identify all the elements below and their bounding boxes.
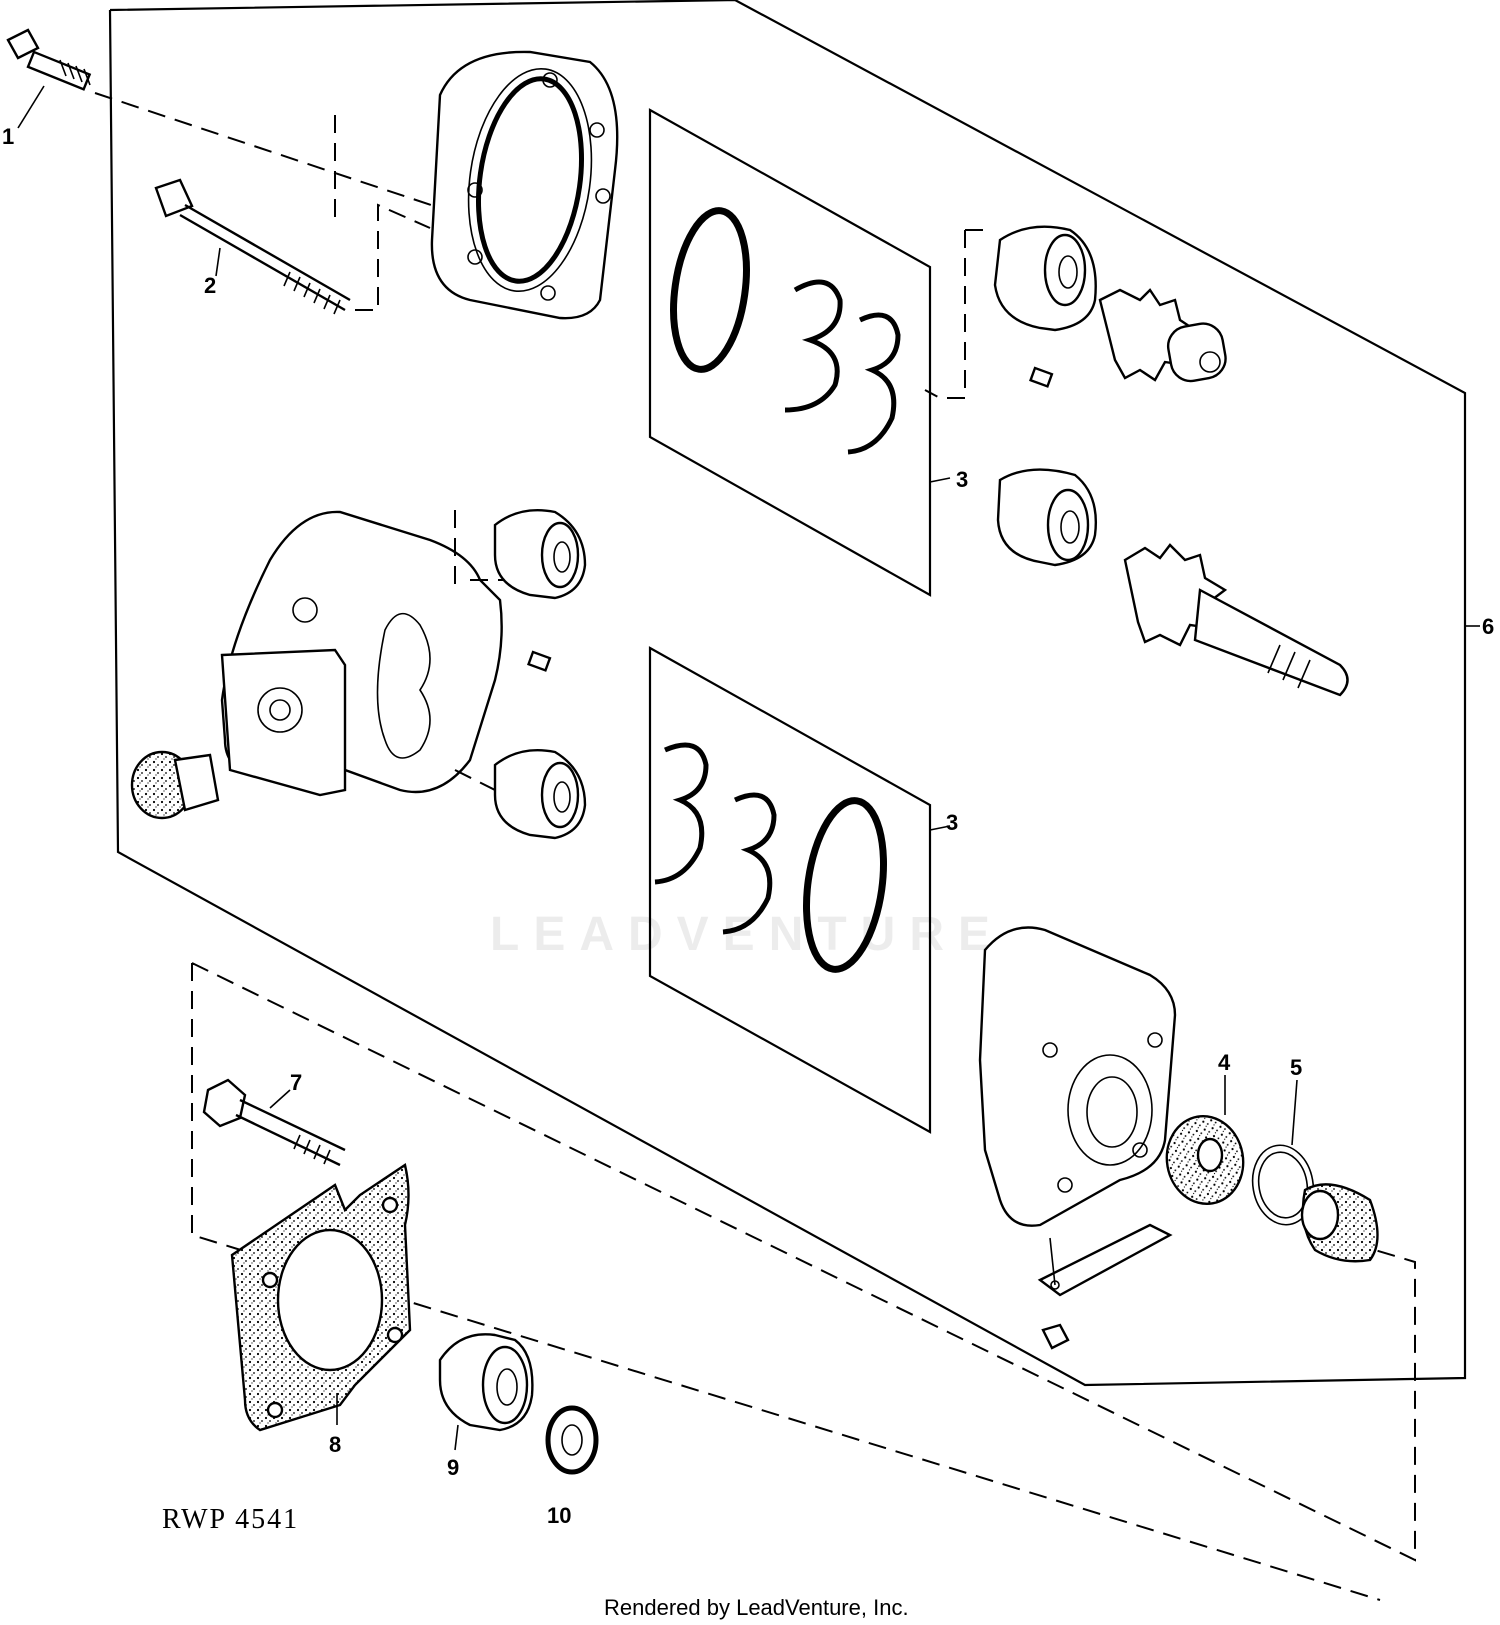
drive-gear-upper <box>1098 288 1227 383</box>
callout-3b-leader <box>929 825 951 831</box>
seal-kit-panel-lower <box>648 646 932 1134</box>
bearing-block-middle-left-lower <box>493 749 587 840</box>
fitting-part <box>130 750 220 820</box>
callout-8: 8 <box>329 1432 341 1457</box>
backup-seal-lower-2 <box>722 792 777 935</box>
bearing-block-upper-right <box>993 225 1097 332</box>
coupling-part <box>1300 1183 1379 1263</box>
o-ring-lower <box>802 797 888 973</box>
rear-cover-part <box>430 50 619 320</box>
key-small-middle <box>527 650 552 672</box>
cap-screw-part <box>6 28 92 91</box>
callout-7: 7 <box>290 1070 302 1095</box>
callout-4: 4 <box>1218 1050 1231 1075</box>
backup-seal-lower-1 <box>654 742 709 885</box>
lock-washer-part <box>545 1405 599 1475</box>
drive-shaft-gear <box>1123 543 1349 697</box>
callout-2-leader <box>215 247 221 277</box>
callout-9: 9 <box>447 1455 459 1480</box>
bearing-block-middle-left-upper <box>493 509 587 600</box>
bushing-part <box>438 1333 534 1432</box>
callout-2: 2 <box>204 273 216 298</box>
callout-5: 5 <box>1290 1055 1302 1080</box>
mounting-bolt-part <box>202 1078 346 1167</box>
backup-seal-upper-1 <box>784 279 843 413</box>
bearing-block-middle-right <box>996 468 1097 567</box>
callout-1-leader <box>17 85 45 129</box>
callout-5-leader <box>1291 1079 1298 1146</box>
assembly-line-housing-lower <box>454 769 506 796</box>
callout-3a: 3 <box>956 467 968 492</box>
footer-credit: Rendered by LeadVenture, Inc. <box>604 1595 909 1620</box>
nut-part <box>1041 1237 1070 1350</box>
callout-3b: 3 <box>946 810 958 835</box>
kit-boundary <box>108 0 1467 1387</box>
key-small-upper <box>1029 366 1054 388</box>
callout-6: 6 <box>1482 614 1494 639</box>
callout-10: 10 <box>547 1503 571 1528</box>
assembly-line-mount <box>191 962 1416 1601</box>
assembly-line-stud <box>334 115 431 311</box>
stud-part <box>154 178 351 315</box>
callout-1: 1 <box>2 124 14 149</box>
o-ring-upper <box>670 207 750 373</box>
callout-3a-leader <box>929 477 951 483</box>
bracket-plate-part <box>1037 1223 1173 1297</box>
callout-7-leader <box>269 1089 291 1109</box>
backup-seal-upper-2 <box>847 312 901 455</box>
watermark-text: LEADVENTURE <box>490 908 1004 961</box>
reference-code: RWP 4541 <box>162 1504 299 1535</box>
pump-housing-part <box>220 510 503 797</box>
seal-kit-panel-upper <box>648 108 932 597</box>
assembly-line-screw <box>94 92 441 209</box>
front-cover-part <box>978 926 1177 1227</box>
mounting-gasket-part <box>230 1163 412 1432</box>
assembly-line-bearing-upper <box>924 229 985 399</box>
callout-9-leader <box>454 1424 459 1451</box>
shaft-seal-part <box>1165 1114 1245 1206</box>
snap-ring-part <box>1251 1144 1315 1226</box>
